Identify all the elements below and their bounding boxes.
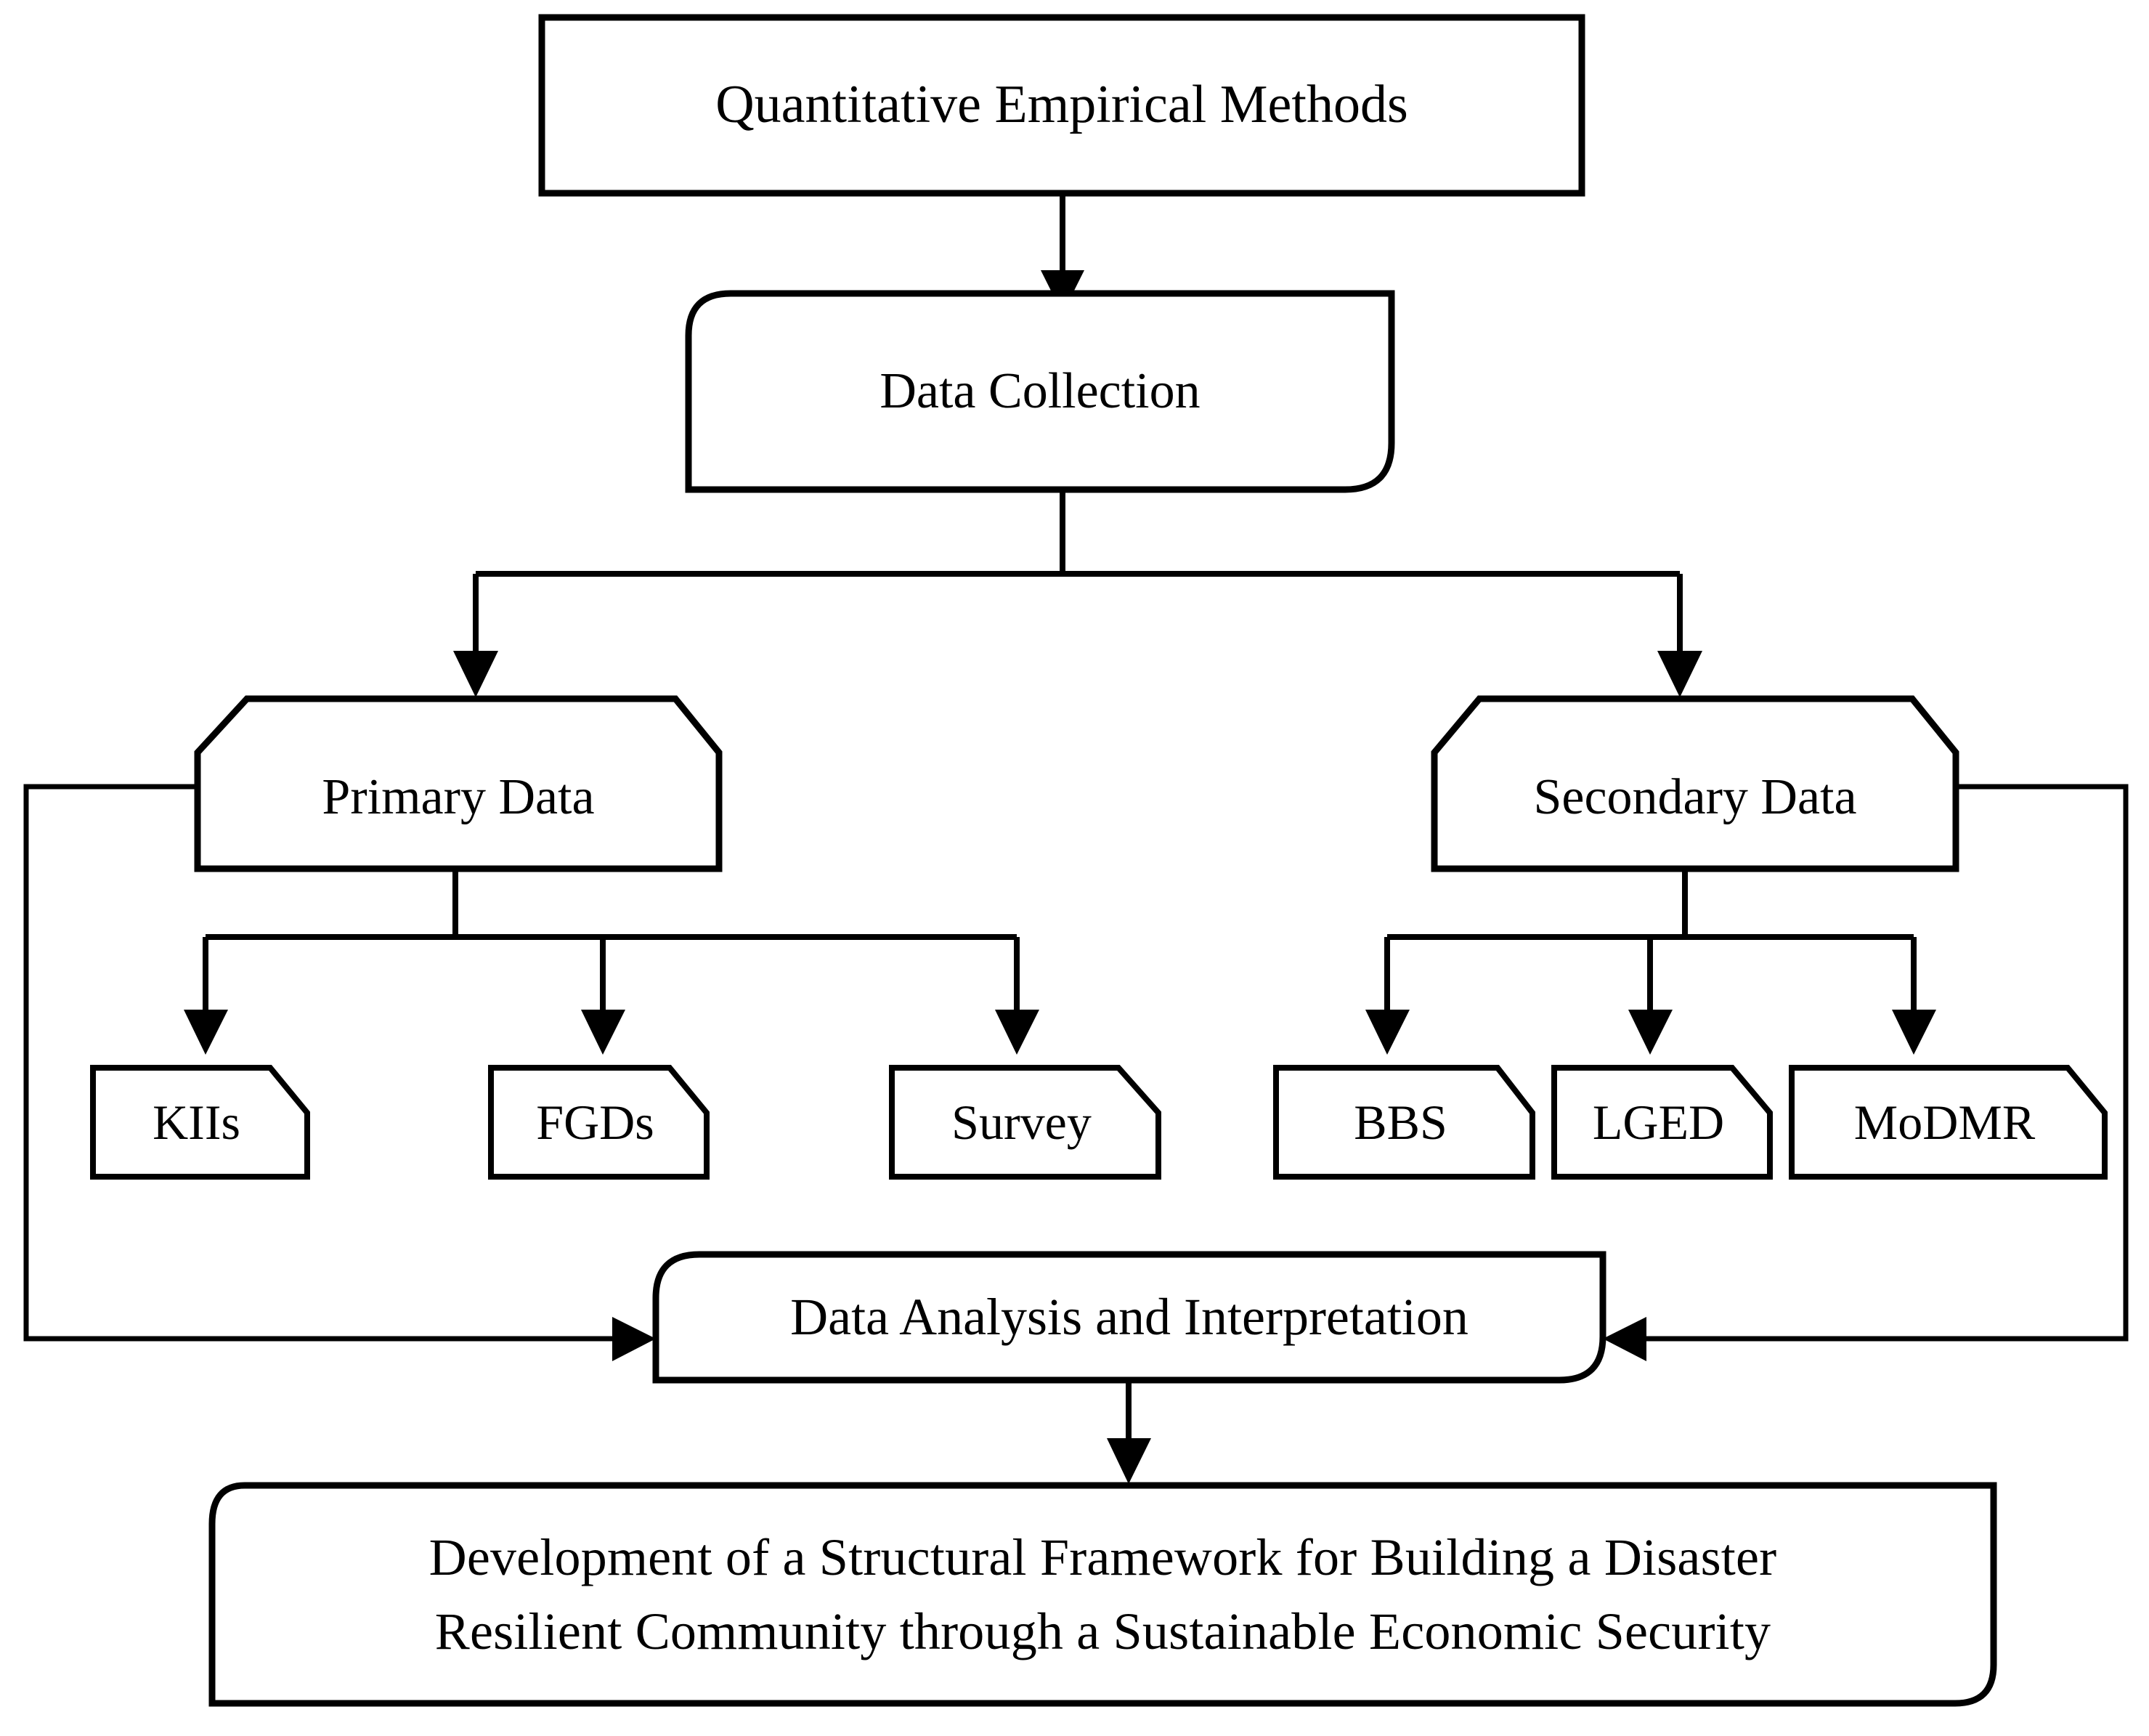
node-outcome-shape xyxy=(208,1482,1997,1707)
node-modmr-shape xyxy=(1789,1065,2108,1180)
node-survey-shape xyxy=(889,1065,1161,1180)
node-fgds-shape xyxy=(488,1065,710,1180)
edge-primary-to-analysis xyxy=(23,784,656,1361)
node-bbs-shape xyxy=(1273,1065,1535,1180)
node-quantitative-empirical-methods-shape xyxy=(538,14,1585,197)
node-secondary-data-shape xyxy=(1431,695,1959,872)
node-lged-shape xyxy=(1551,1065,1773,1180)
node-data-collection-shape xyxy=(685,290,1395,493)
edge-collection-split xyxy=(453,491,1702,697)
edge-secondary-split xyxy=(1365,869,1936,1055)
node-data-analysis-shape xyxy=(652,1251,1606,1384)
node-primary-data-shape xyxy=(194,695,723,872)
edge-secondary-to-analysis xyxy=(1603,784,2129,1361)
node-kiis-shape xyxy=(90,1065,310,1180)
edge-primary-split xyxy=(184,869,1039,1055)
edge-analysis-to-outcome xyxy=(1107,1380,1151,1484)
